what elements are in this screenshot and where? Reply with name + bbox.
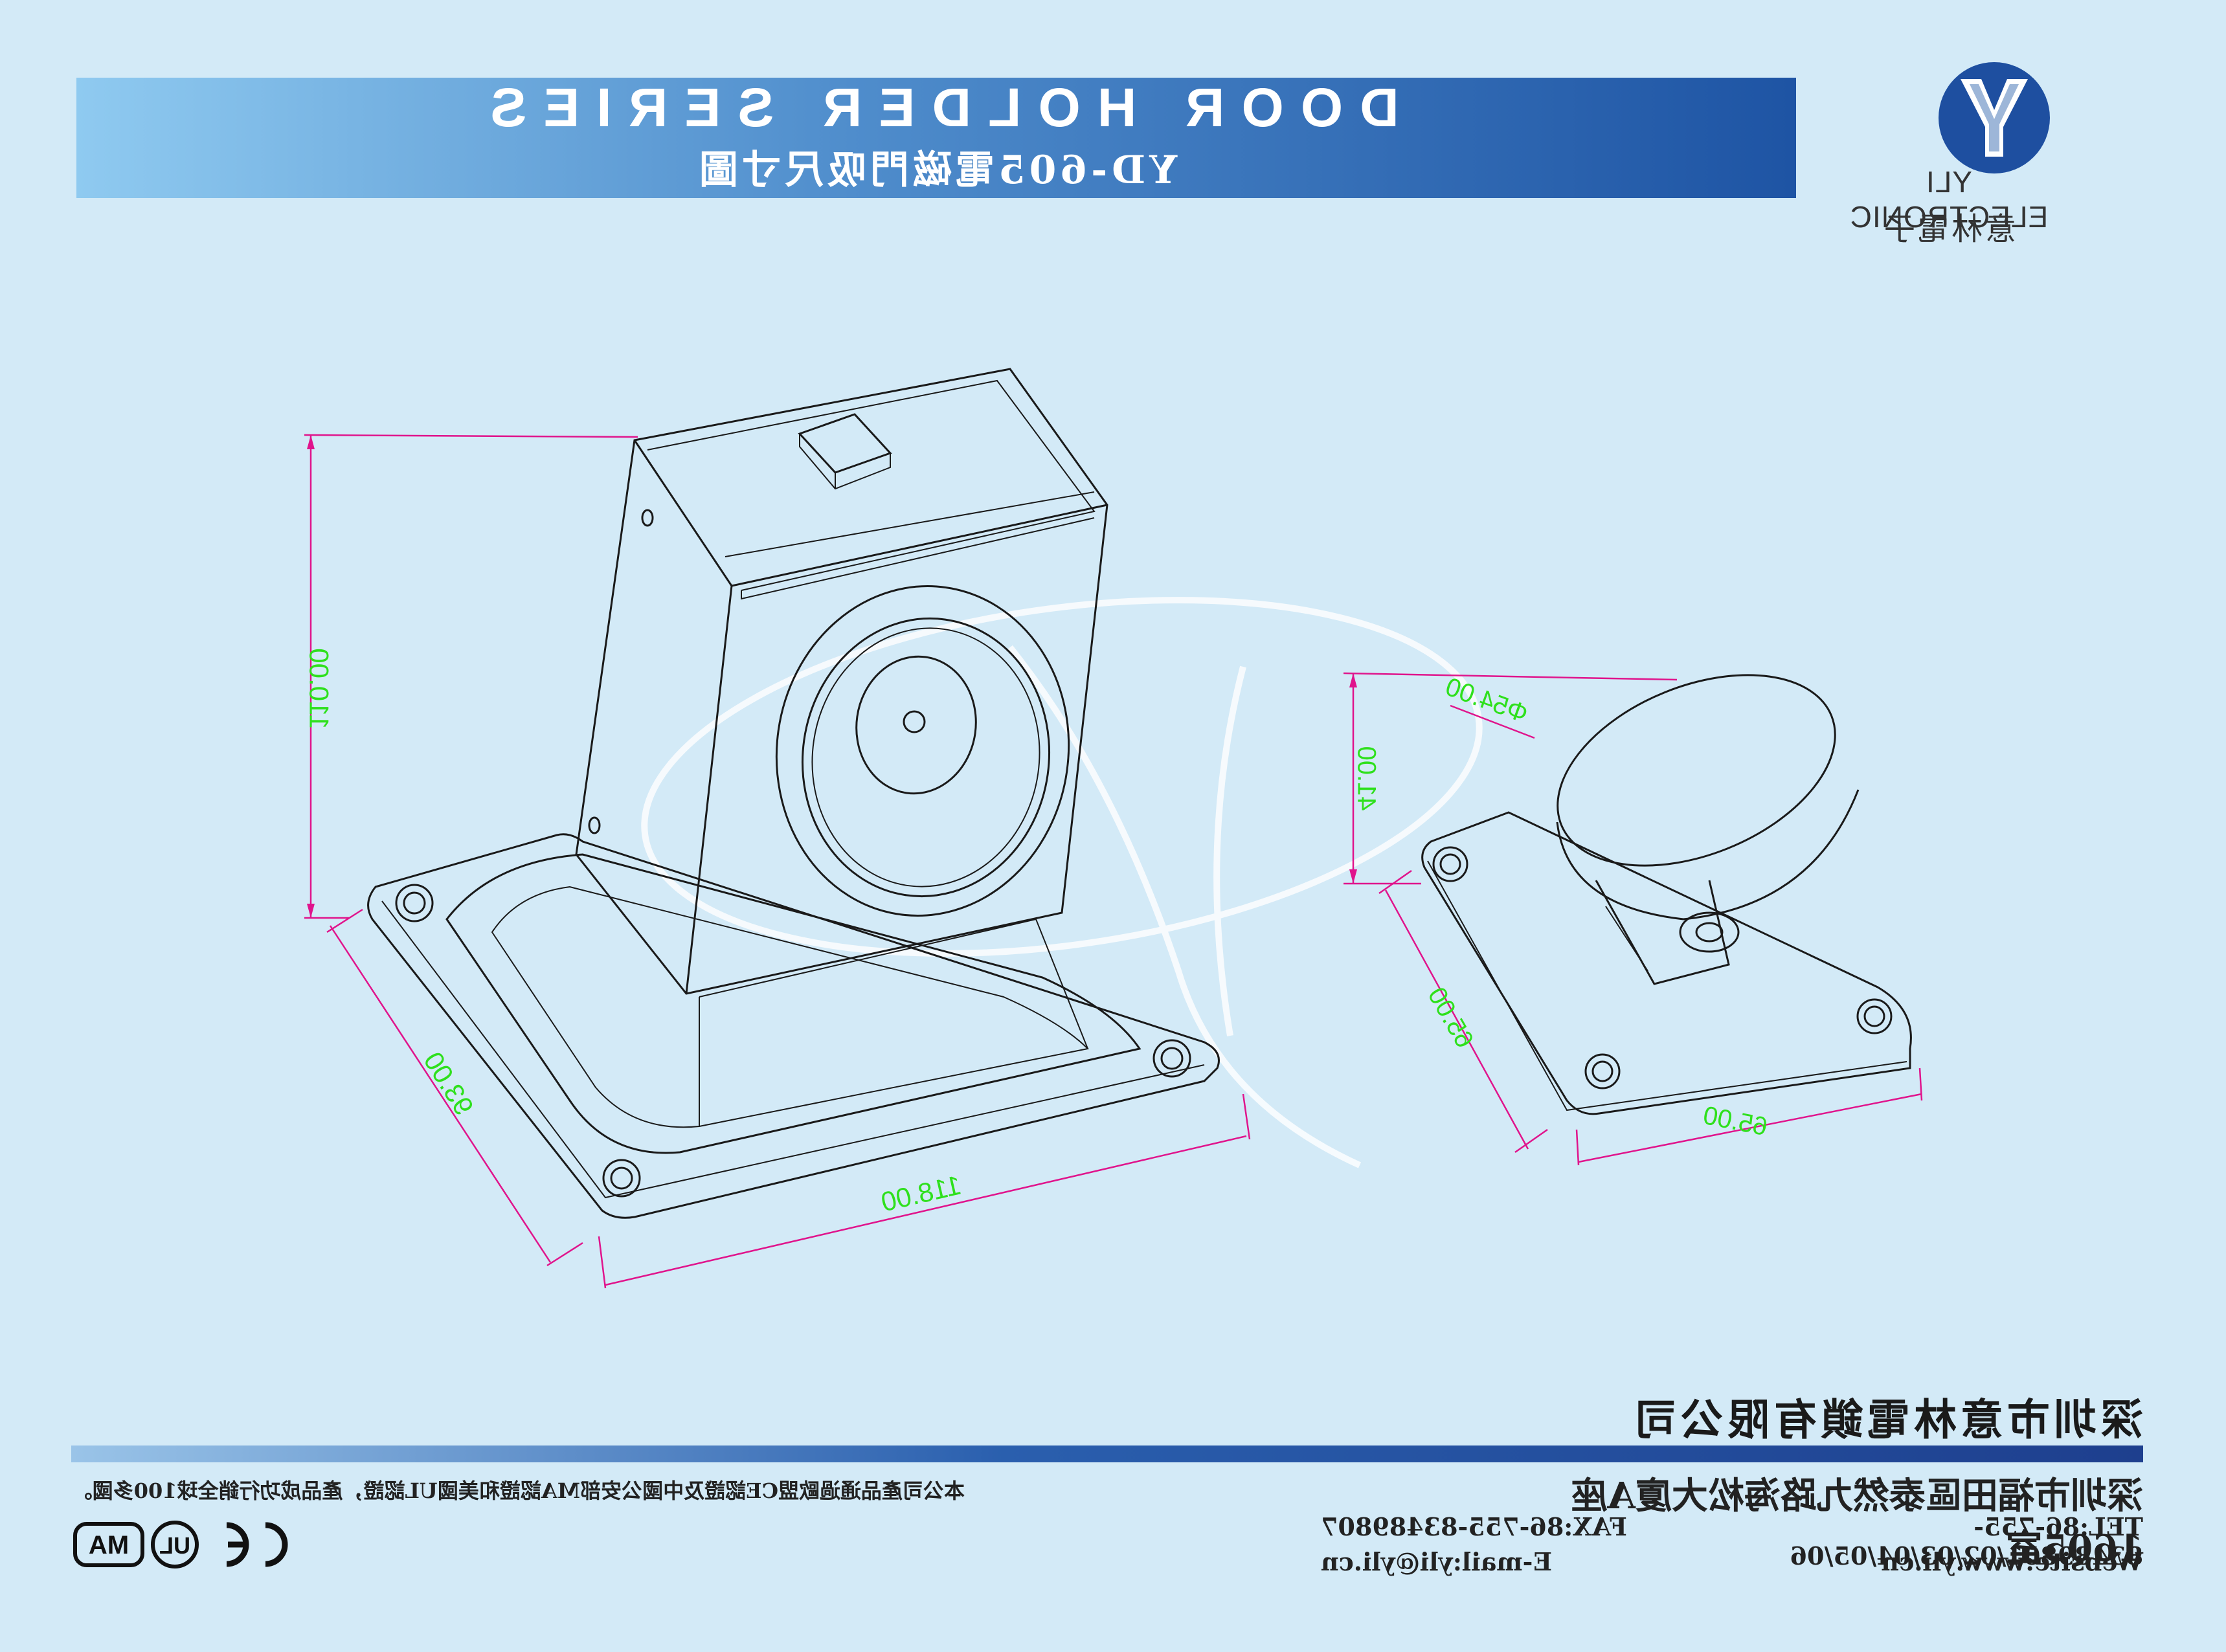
dimension-height-plate: 41.00	[1352, 746, 1381, 811]
dimension-lines	[304, 434, 1923, 1289]
logo-letter	[1961, 79, 2028, 157]
mount-hole	[1152, 1039, 1191, 1078]
certification-logos: UL MA	[73, 1521, 288, 1568]
dimension-height-holder: 110.00	[304, 648, 335, 730]
plate-hole	[1856, 998, 1893, 1034]
door-holder-unit	[367, 368, 1220, 1219]
ul-mark-icon: UL	[151, 1521, 199, 1568]
svg-text:UL: UL	[159, 1532, 190, 1559]
footer-bar	[71, 1446, 2143, 1462]
ma-mark-icon: MA	[73, 1522, 144, 1567]
header-band	[76, 78, 1796, 198]
company-name: 深圳市意林電鎖有限公司	[1630, 1396, 2143, 1444]
holder-base-plate	[367, 833, 1220, 1219]
dimension-arrows	[307, 435, 1357, 918]
plate-hole	[1432, 846, 1468, 882]
holder-body	[575, 368, 1108, 995]
mount-hole	[395, 884, 434, 922]
plate-hole	[1584, 1053, 1621, 1089]
release-button	[798, 413, 892, 474]
ce-mark-icon	[226, 1522, 288, 1567]
svg-text:MA: MA	[89, 1531, 129, 1559]
certification-note: 本公司產品通過歐盟CE認證及中國公安部MA認證和美國UL認證，產品成功行銷全球1…	[71, 1479, 965, 1503]
yli-logo-icon	[1939, 62, 2050, 173]
email-link[interactable]: E-mail:yli@yli.cn	[1321, 1547, 1553, 1576]
watermark-logo-icon	[641, 597, 1483, 1168]
armature-disc	[1557, 674, 1836, 867]
magnet-face	[775, 585, 1070, 917]
fax: FAX:86-755-83489807	[1321, 1512, 1628, 1541]
website-link[interactable]: Website:www.yli.cn	[1881, 1547, 2143, 1576]
armature-plate-unit	[1421, 674, 1912, 1115]
plate-base	[1421, 811, 1912, 1115]
mount-hole	[602, 1159, 641, 1198]
